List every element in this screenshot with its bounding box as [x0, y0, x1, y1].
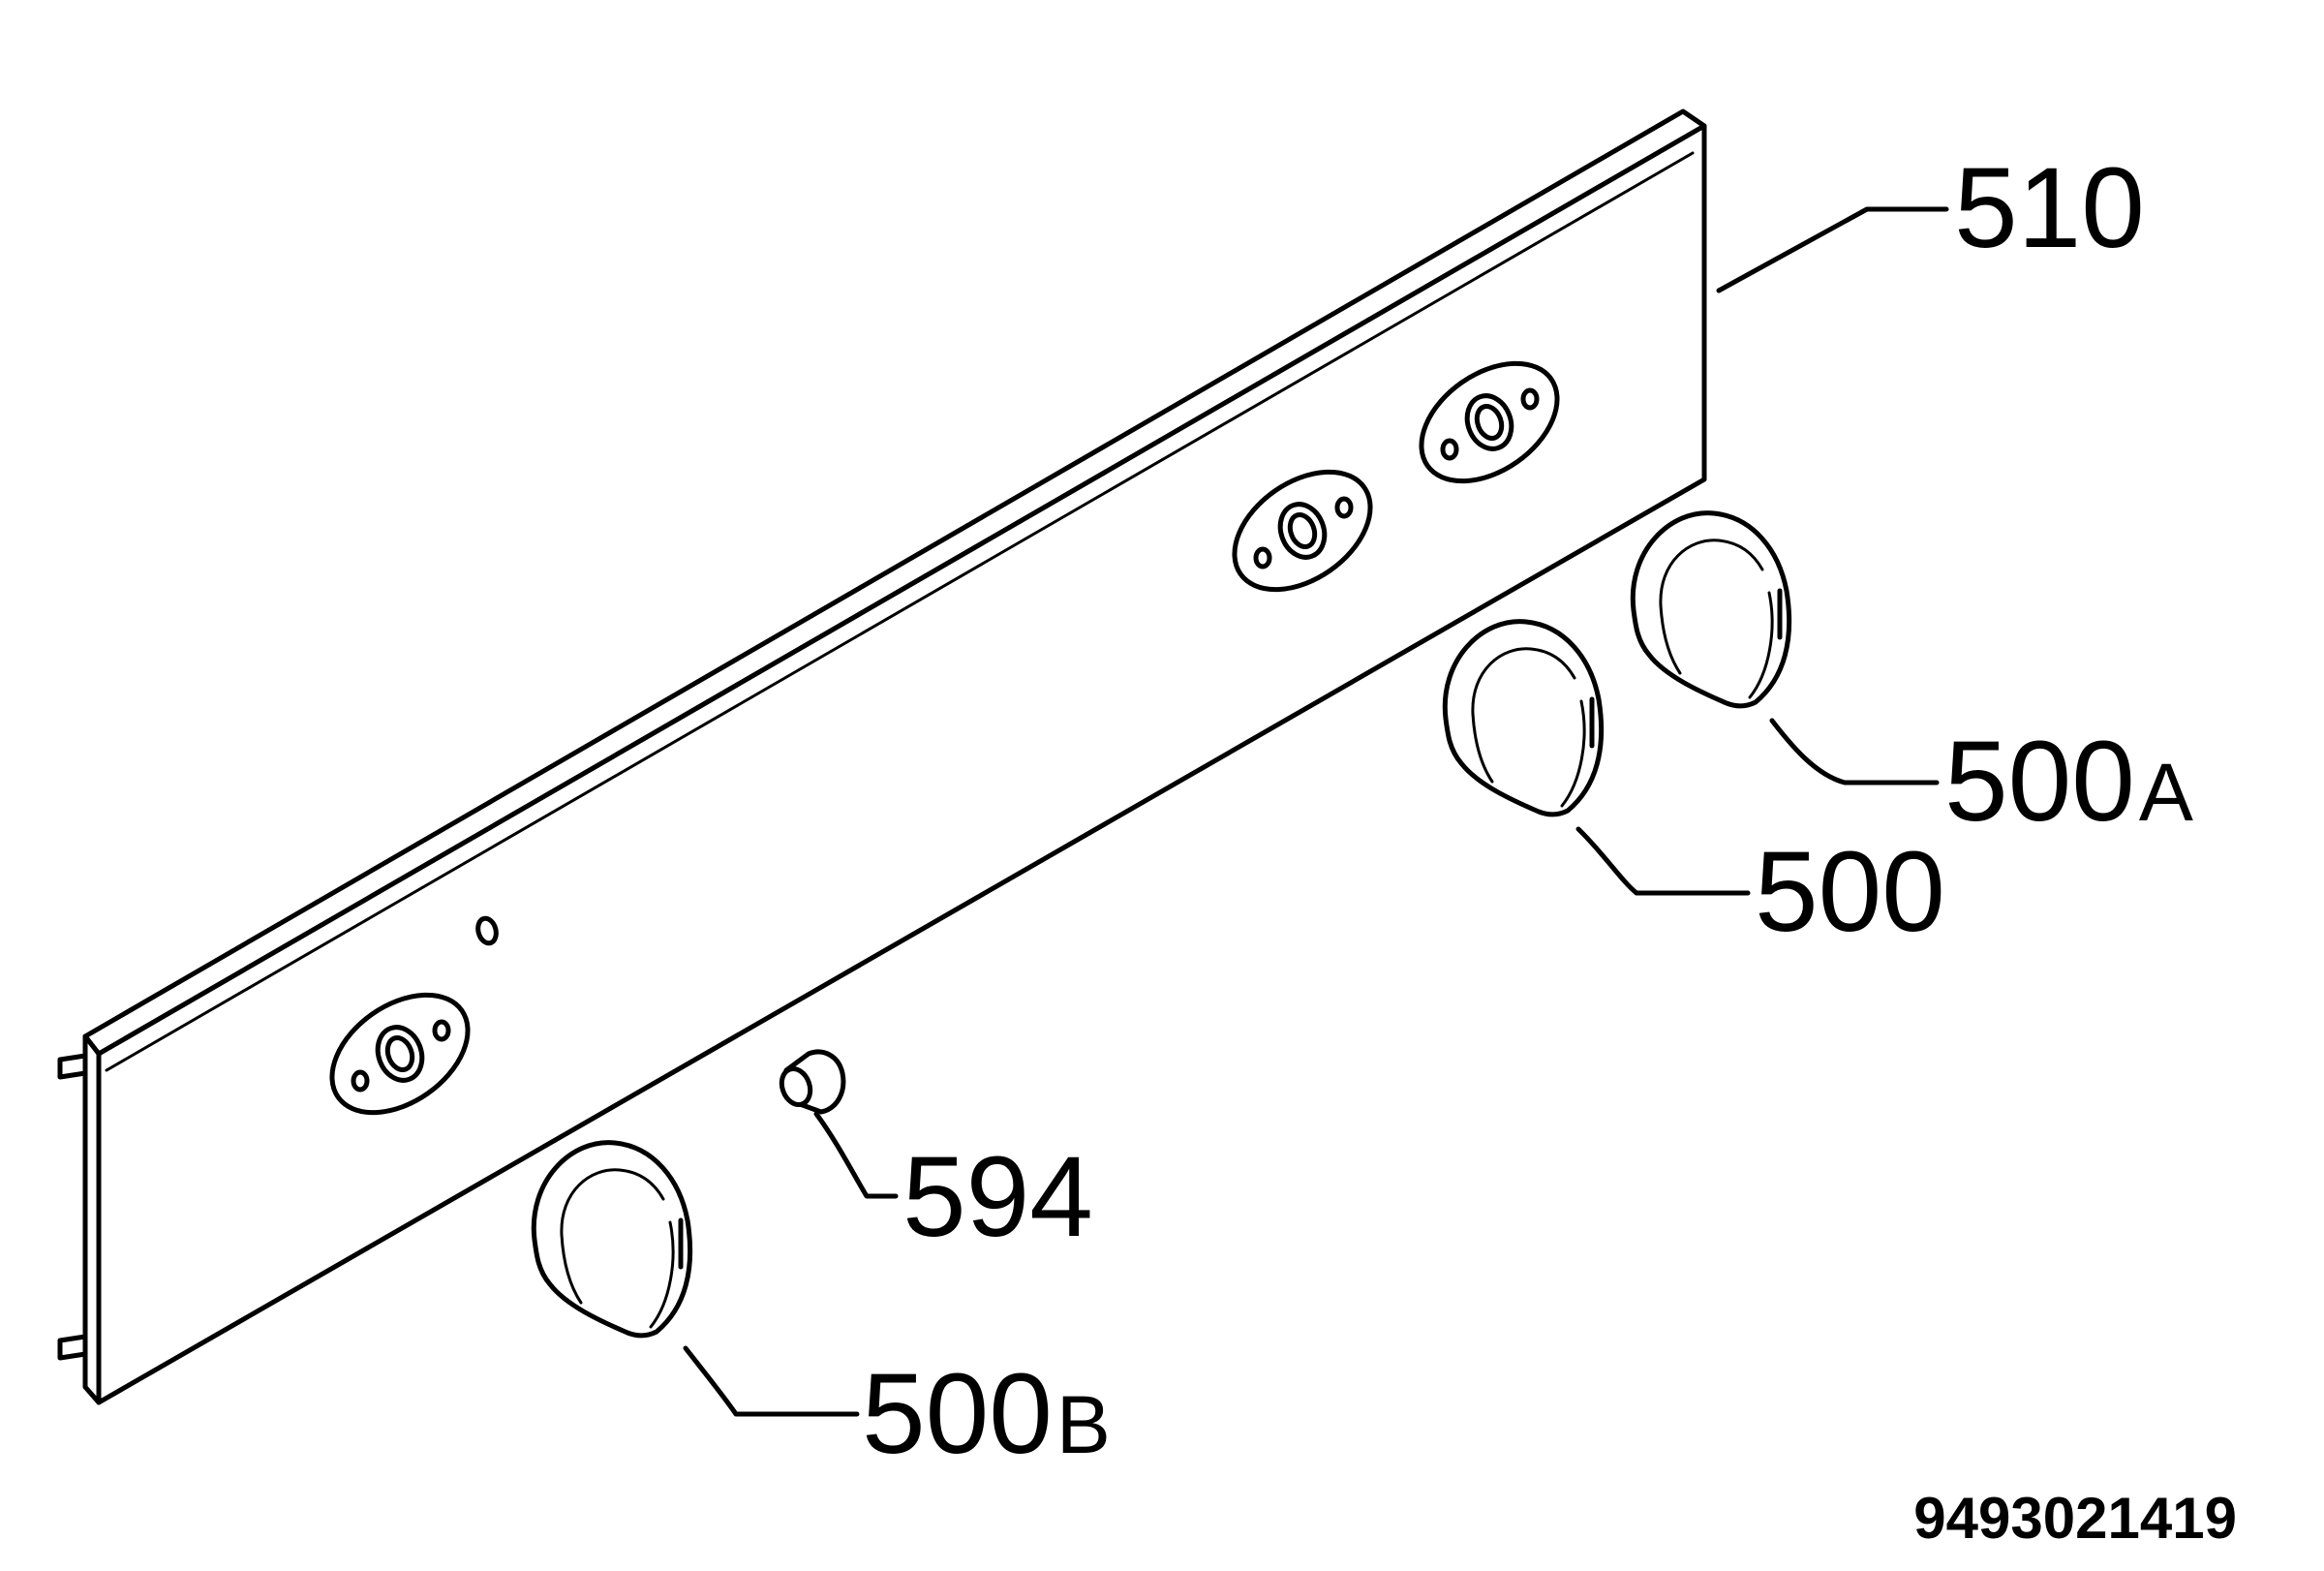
mounting-tab-lower	[57, 1334, 88, 1361]
label-500: 500	[1755, 828, 1945, 956]
label-500b-number: 500	[862, 1350, 1053, 1478]
label-510: 510	[1954, 144, 2145, 272]
label-500a: 500A	[1944, 718, 2193, 846]
control-panel	[57, 108, 1707, 1405]
indicator-hole	[475, 915, 499, 946]
mounting-hole-left	[329, 992, 471, 1116]
mounting-hole-center	[1232, 469, 1373, 593]
panel-front-face	[96, 123, 1707, 1405]
leader-500b	[683, 1345, 860, 1417]
mounting-tab-upper	[57, 1053, 88, 1080]
label-500a-number: 500	[1944, 718, 2135, 846]
drawing-code: 9493021419	[1913, 1486, 2237, 1551]
leader-510	[1716, 206, 1949, 293]
label-500b: 500B	[862, 1350, 1111, 1478]
indicator-lens-594	[779, 1049, 846, 1115]
leader-594	[813, 1111, 899, 1199]
knob-500b	[531, 1140, 693, 1339]
label-500b-suffix: B	[1056, 1379, 1111, 1470]
label-594: 594	[902, 1133, 1093, 1261]
knob-500	[1442, 619, 1605, 817]
leader-500a	[1769, 718, 1940, 786]
mounting-hole-right	[1419, 360, 1560, 484]
leader-500	[1575, 826, 1751, 896]
knob-500a	[1630, 510, 1792, 709]
panel-face-highlight	[105, 151, 1695, 1072]
label-500a-suffix: A	[2139, 747, 2193, 838]
